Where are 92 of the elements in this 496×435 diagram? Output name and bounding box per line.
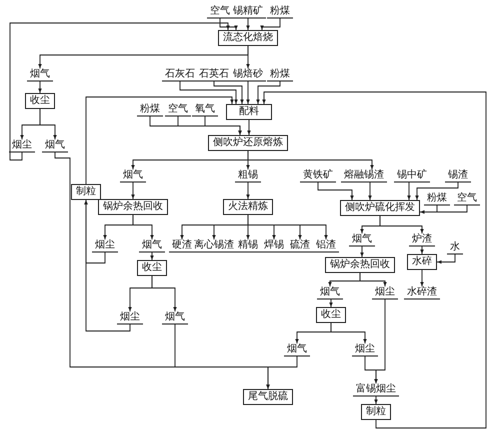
- material-label: 烟气: [284, 344, 310, 356]
- arrow: [204, 116, 242, 136]
- material-label: 烟气: [317, 286, 343, 300]
- arrow: [246, 18, 250, 30]
- arrow: [407, 182, 411, 200]
- material-label: 黄铁矿: [300, 170, 336, 182]
- process-box: 收尘: [25, 93, 55, 109]
- material-label: 焊锡: [261, 240, 287, 252]
- material-label: 水碎渣: [404, 286, 440, 300]
- process-box: 流态化焙烧: [218, 30, 278, 46]
- material-label: 空气: [165, 104, 191, 116]
- arrow: [220, 18, 238, 30]
- material-label: 富锡烟尘: [353, 384, 399, 396]
- arrow: [152, 276, 177, 312]
- material-label: 烟气: [349, 234, 375, 246]
- arrow: [10, 22, 230, 160]
- process-box: 收尘: [316, 307, 346, 323]
- arrow: [329, 299, 333, 308]
- arrow: [360, 272, 387, 287]
- process-box: 锅炉余热回收: [325, 257, 395, 273]
- process-box: 制粒: [71, 184, 101, 200]
- material-label: 锡渣: [445, 170, 471, 182]
- material-label: 离心锡渣: [191, 240, 237, 252]
- arrow: [436, 254, 456, 264]
- arrow: [262, 92, 486, 428]
- material-label: 石灰石: [162, 68, 198, 82]
- arrow: [420, 270, 424, 287]
- arrow: [246, 46, 250, 69]
- arrow: [246, 182, 250, 200]
- arrow: [266, 356, 298, 390]
- arrow: [248, 150, 374, 170]
- material-label: 硬渣: [169, 240, 195, 252]
- process-box: 收尘: [137, 260, 167, 276]
- material-label: 硫渣: [287, 240, 313, 252]
- arrow: [180, 81, 238, 104]
- process-box: 侧吹炉硫化挥发: [340, 200, 420, 216]
- material-label: 石英石: [196, 68, 232, 82]
- material-label: 锡精矿: [230, 6, 266, 18]
- process-box: 配料: [226, 104, 272, 120]
- arrow: [38, 81, 42, 94]
- arrow: [132, 214, 154, 240]
- process-box: 尾气脱硫: [243, 389, 293, 405]
- material-label: 烟尘: [9, 140, 35, 152]
- process-box: 侧吹炉还原熔炼: [208, 135, 288, 151]
- material-label: 锡中矿: [394, 170, 430, 182]
- arrow: [260, 18, 280, 30]
- material-label: 精锡: [235, 240, 261, 252]
- material-label: 铝渣: [313, 240, 339, 252]
- material-label: 粉煤: [267, 68, 293, 82]
- material-label: 烟尘: [92, 240, 118, 252]
- arrow: [256, 81, 280, 104]
- material-label: 粗锡: [235, 170, 261, 182]
- arrow: [86, 96, 234, 184]
- arrow: [150, 252, 154, 260]
- arrow: [364, 356, 378, 384]
- arrow: [318, 182, 354, 200]
- arrow: [330, 322, 367, 344]
- material-label: 熔融锡渣: [341, 170, 387, 182]
- arrow: [368, 182, 372, 200]
- arrow: [131, 182, 135, 200]
- material-label: 烟气: [120, 170, 146, 182]
- arrow: [247, 120, 251, 136]
- arrow: [374, 396, 378, 404]
- process-box: 火法精炼: [223, 199, 273, 215]
- process-box: 制粒: [361, 404, 391, 420]
- material-label: 烟气: [162, 312, 188, 324]
- arrow: [420, 205, 468, 214]
- material-label: 锡焙砂: [230, 68, 266, 82]
- arrow: [380, 216, 424, 234]
- material-label: 水: [447, 242, 463, 254]
- arrow: [415, 182, 458, 200]
- process-box: 锅炉余热回收: [98, 199, 168, 215]
- arrow: [246, 81, 250, 104]
- material-label: 空气: [454, 192, 480, 206]
- material-label: 空气: [207, 6, 233, 18]
- material-label: 烟气: [42, 140, 68, 152]
- arrow: [40, 108, 57, 140]
- material-label: 粉煤: [267, 6, 293, 18]
- material-label: 粉煤: [137, 104, 163, 116]
- material-label: 烟气: [27, 68, 53, 82]
- material-label: 氧气: [192, 104, 218, 116]
- material-label: 烟气: [139, 240, 165, 252]
- arrow: [420, 246, 424, 254]
- arrow: [84, 200, 130, 332]
- process-box: 水碎: [407, 254, 437, 270]
- material-label: 炉渣: [409, 234, 435, 246]
- arrow: [214, 81, 244, 104]
- material-label: 烟尘: [352, 344, 378, 356]
- material-label: 烟尘: [117, 312, 143, 324]
- material-label: 粉煤: [424, 192, 450, 206]
- arrow: [360, 246, 364, 258]
- material-label: 烟尘: [372, 286, 398, 300]
